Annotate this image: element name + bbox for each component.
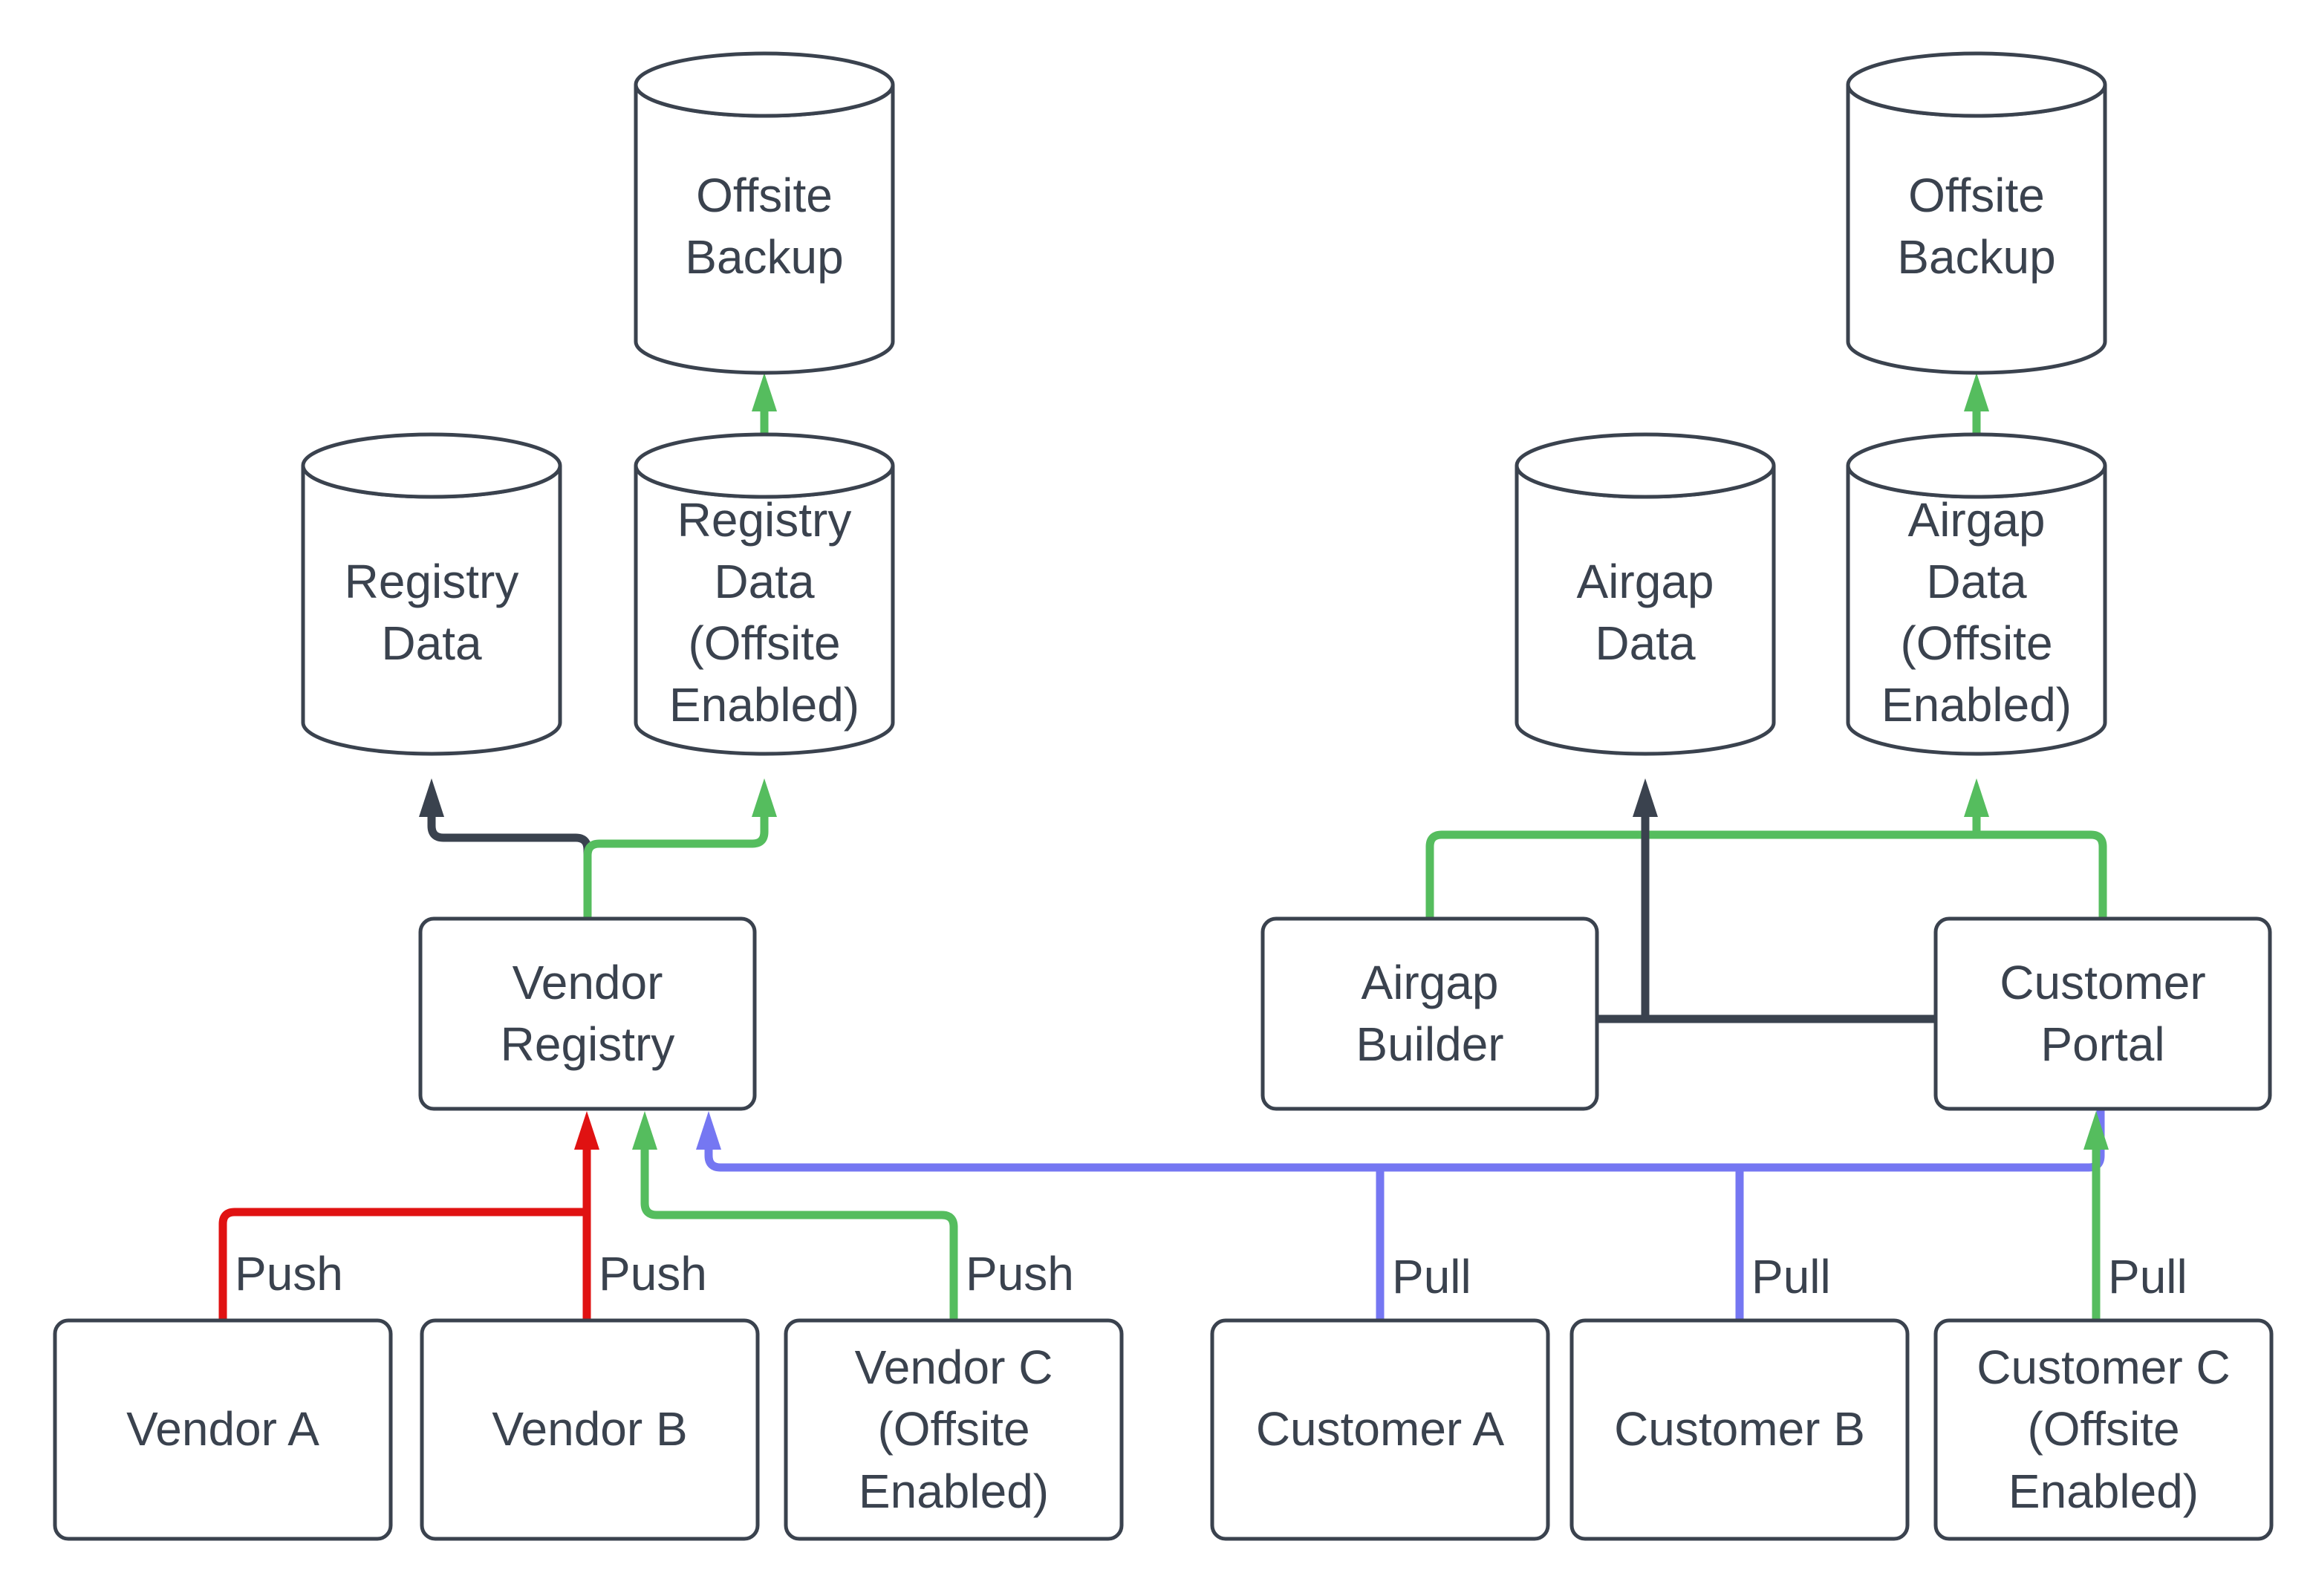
edge-vendor-b-to-vendor-registry	[574, 1111, 599, 1320]
edge-registry-data-offsite-to-offsite-backup	[752, 373, 777, 434]
node-vendor-b	[420, 1318, 760, 1541]
edge-builder-portal-green-channel-to-airgap-data-offsite	[1425, 778, 2107, 919]
node-customer-c	[1933, 1318, 2274, 1541]
edge-customer-c-to-customer-portal	[2083, 1111, 2109, 1320]
node-offsite-backup-right	[1846, 51, 2107, 375]
edge-vendor-registry-to-registry-data	[419, 778, 592, 919]
node-customer-b	[1569, 1318, 1910, 1541]
edge-airgap-builder-to-airgap-data	[1597, 778, 1936, 1023]
node-registry-data-offsite	[634, 432, 895, 756]
node-airgap-builder	[1260, 916, 1599, 1111]
node-vendor-c	[784, 1318, 1124, 1541]
edge-vendor-a-to-vendor-registry	[218, 1208, 587, 1320]
node-vendor-a	[53, 1318, 393, 1541]
edge-airgap-data-offsite-to-offsite-backup	[1964, 373, 1989, 434]
node-customer-portal	[1933, 916, 2272, 1111]
node-offsite-backup-left	[634, 51, 895, 375]
node-customer-a	[1210, 1318, 1550, 1541]
edge-customer-portal-to-vendor-registry	[696, 1109, 2105, 1172]
edge-vendor-registry-to-registry-data-offsite	[583, 778, 777, 919]
edge-vendor-c-to-vendor-registry	[632, 1111, 958, 1320]
node-vendor-registry	[418, 916, 757, 1111]
node-registry-data	[301, 432, 562, 756]
node-airgap-data	[1515, 432, 1776, 756]
node-airgap-data-offsite	[1846, 432, 2107, 756]
